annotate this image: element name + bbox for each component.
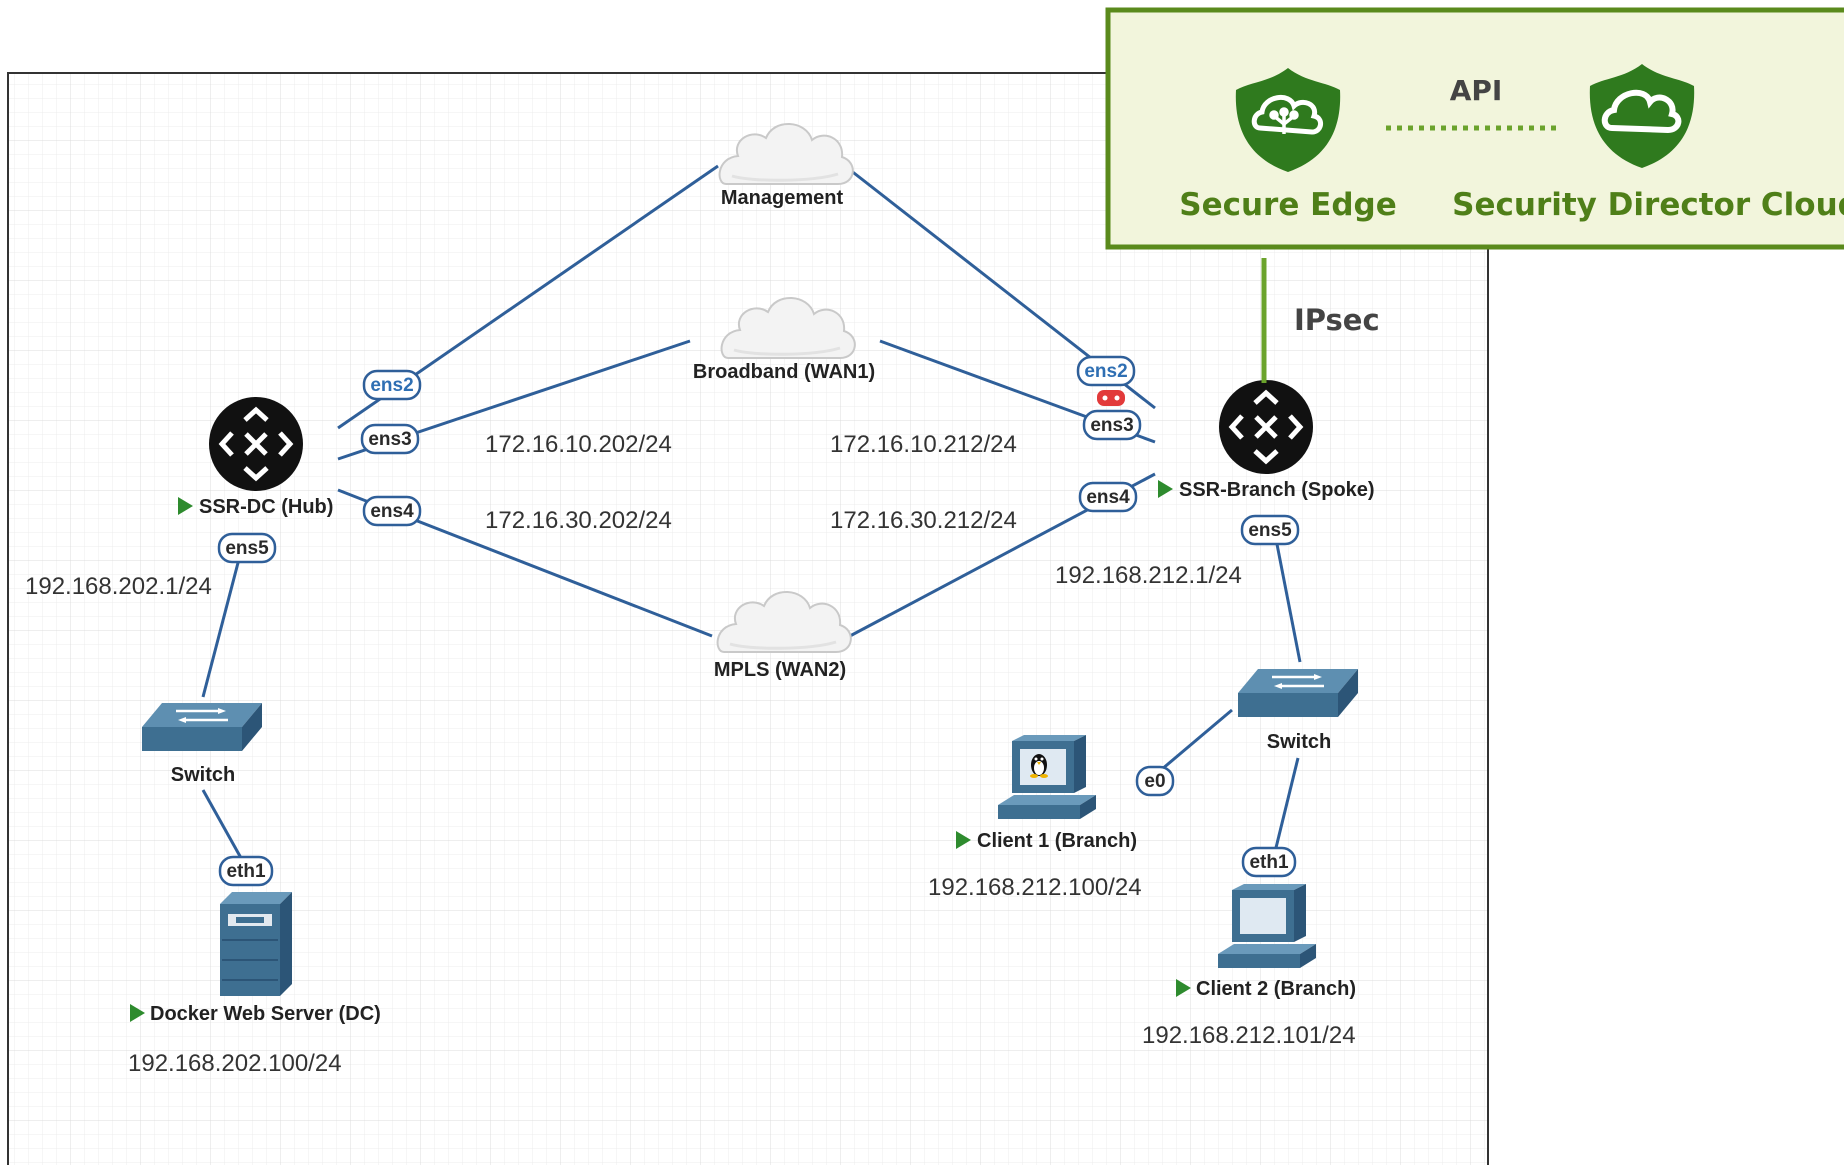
security-director-cloud-shield-icon [1589, 64, 1695, 168]
ip-labels: 172.16.10.202/24 172.16.10.212/24 172.16… [25, 431, 1356, 1077]
docker-web-server[interactable]: Docker Web Server (DC) [130, 892, 381, 1025]
port-label: eth1 [226, 861, 266, 882]
port-badge-spoke-ens3[interactable]: ens3 [1082, 409, 1142, 441]
play-icon [130, 1004, 145, 1022]
port-badge-spoke-ens2[interactable]: ens2 [1076, 355, 1136, 387]
switch-dc[interactable]: Switch [140, 701, 264, 786]
secure-edge[interactable]: Secure Edge [1179, 68, 1397, 223]
node-label: SSR-DC (Hub) [199, 496, 333, 518]
client-1-branch[interactable]: Client 1 (Branch) [956, 735, 1137, 852]
port-label: ens5 [1248, 520, 1292, 541]
server-icon [220, 892, 292, 996]
service-label: Secure Edge [1179, 187, 1396, 223]
cloud-label: Management [721, 187, 844, 209]
switch-branch[interactable]: Switch [1236, 667, 1360, 753]
port-badge-server-eth1[interactable]: eth1 [218, 855, 274, 887]
link-spoke-switch [1273, 533, 1302, 663]
ipsec-label: IPsec [1294, 303, 1380, 337]
node-label: Client 2 (Branch) [1196, 978, 1356, 1000]
ip-spoke-wan1: 172.16.10.212/24 [830, 431, 1017, 458]
api-label: API [1450, 74, 1503, 107]
cloud-broadband-wan1[interactable]: Broadband (WAN1) [693, 296, 875, 383]
ip-server: 192.168.202.100/24 [128, 1050, 342, 1077]
workstation-icon [1218, 884, 1316, 968]
port-badges: ens2 ens3 ens4 ens5 ens2 ens3 ens4 ens5 [217, 355, 1300, 887]
ip-spoke-wan2: 172.16.30.212/24 [830, 507, 1017, 534]
security-services-panel: Secure Edge API Security Director Cloud [1105, 7, 1844, 250]
ssr-router-icon [1219, 380, 1313, 474]
play-icon [178, 497, 193, 515]
port-label: ens2 [1084, 361, 1127, 382]
ip-client1: 192.168.212.100/24 [928, 874, 1142, 901]
port-label: ens4 [1086, 487, 1130, 508]
link-switch-client2 [1271, 757, 1300, 861]
port-label: ens2 [370, 375, 413, 396]
play-icon [1158, 480, 1173, 498]
ssr-router-icon [209, 397, 303, 491]
switch-icon [1236, 667, 1360, 719]
cloud-management[interactable]: Management [718, 122, 855, 209]
linux-workstation-icon [998, 735, 1096, 819]
ip-client2: 192.168.212.101/24 [1142, 1022, 1356, 1049]
switch-icon [140, 701, 264, 753]
node-label: SSR-Branch (Spoke) [1179, 479, 1375, 501]
port-badge-hub-ens4[interactable]: ens4 [362, 495, 422, 527]
port-badge-hub-ens5[interactable]: ens5 [217, 532, 277, 564]
service-label: Security Director Cloud [1452, 187, 1844, 223]
port-label: ens3 [1090, 415, 1133, 436]
link-switch-client1 [1154, 708, 1233, 777]
port-label: ens3 [368, 429, 411, 450]
port-label: e0 [1144, 771, 1165, 792]
alert-badge-icon [1097, 390, 1125, 406]
port-badge-hub-ens2[interactable]: ens2 [362, 369, 422, 401]
port-label: ens5 [225, 538, 269, 559]
node-label: Docker Web Server (DC) [150, 1003, 381, 1025]
secure-edge-shield-icon [1235, 68, 1341, 172]
cloud-mpls-wan2[interactable]: MPLS (WAN2) [714, 590, 853, 681]
port-label: eth1 [1249, 852, 1289, 873]
node-label: Client 1 (Branch) [977, 830, 1137, 852]
client-2-branch[interactable]: Client 2 (Branch) [1176, 884, 1356, 1000]
ssr-dc-hub[interactable]: SSR-DC (Hub) [178, 397, 333, 518]
ip-hub-wan1: 172.16.10.202/24 [485, 431, 672, 458]
port-badge-hub-ens3[interactable]: ens3 [360, 423, 420, 455]
port-badge-spoke-ens4[interactable]: ens4 [1078, 481, 1138, 513]
link-switch-server [201, 789, 243, 859]
play-icon [1176, 979, 1191, 997]
ip-hub-wan2: 172.16.30.202/24 [485, 507, 672, 534]
port-badge-spoke-ens5[interactable]: ens5 [1240, 514, 1300, 546]
cloud-label: MPLS (WAN2) [714, 659, 846, 681]
port-badge-client1-e0[interactable]: e0 [1135, 765, 1175, 797]
cloud-label: Broadband (WAN1) [693, 361, 875, 383]
port-label: ens4 [370, 501, 414, 522]
ip-hub-lan: 192.168.202.1/24 [25, 573, 212, 600]
port-badge-client2-eth1[interactable]: eth1 [1241, 846, 1297, 878]
security-director-cloud[interactable]: Security Director Cloud [1452, 64, 1844, 223]
play-icon [956, 831, 971, 849]
node-label: Switch [1267, 731, 1331, 753]
ip-spoke-lan: 192.168.212.1/24 [1055, 562, 1242, 589]
node-label: Switch [171, 764, 235, 786]
ssr-branch-spoke[interactable]: SSR-Branch (Spoke) [1097, 380, 1375, 501]
